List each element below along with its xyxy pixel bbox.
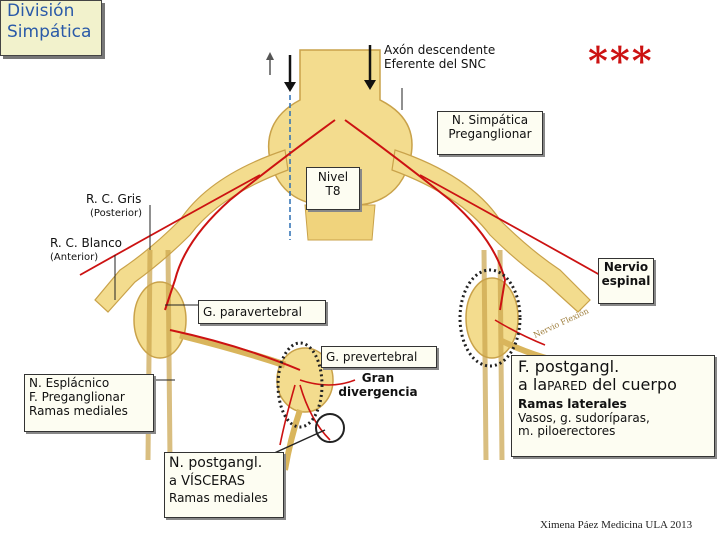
paravertebral-ganglion-left [133, 281, 187, 359]
pointer-visceras [269, 429, 326, 456]
visceras-word: VÍSCERAS [181, 474, 246, 490]
gran-line-2: divergencia [338, 384, 418, 399]
rc-blanco-label: R. C. Blanco [50, 236, 123, 250]
nervio-espinal-box: Nervio espinal [598, 258, 654, 304]
ramas-laterales-label: Ramas laterales [518, 396, 627, 411]
gran-line-1: Gran [361, 371, 395, 385]
pared-word: PARED [547, 379, 587, 394]
rc-blanco-sub: (Anterior) [50, 252, 99, 263]
n-simpatica-line-1: N. Simpática [451, 113, 529, 127]
pared-line-2: a laPARED del cuerpo [518, 376, 708, 394]
highlight-circle-visceral [315, 413, 345, 443]
red-fiber-lateral [494, 319, 546, 346]
splanchnic-nerve [179, 331, 287, 369]
red-fiber-right-out [419, 174, 601, 276]
visceras-line-3: Ramas mediales [169, 491, 268, 506]
spinal-nerve-left [94, 149, 289, 313]
pared-line-1: F. postgangl. [518, 357, 620, 376]
visceras-line-1: N. postgangl. [169, 455, 263, 471]
red-fiber-divergence-3 [279, 384, 296, 446]
vasos-label: Vasos, g. sudoríparas, [518, 410, 650, 425]
esplacnico-line-1: N. Esplácnico [29, 376, 110, 390]
red-fiber-divergence-1 [299, 379, 356, 386]
n-simpatica-line-2: Preganglionar [448, 126, 532, 141]
credit-text: Ximena Páez Medicina ULA 2013 [540, 519, 693, 531]
axon-line-2: Eferente del SNC [384, 56, 486, 71]
title-line-1: División [7, 1, 75, 21]
drawing-label: Nervio Flexión [532, 306, 590, 339]
highlight-circle-paravertebral [458, 268, 522, 368]
rc-gris-sub: (Posterior) [90, 208, 142, 219]
spinal-cord-lower [304, 204, 376, 241]
division-simpatica-title: División Simpática [0, 0, 102, 56]
visceras-a: a [169, 474, 177, 490]
highlight-circle-prevertebral [276, 341, 324, 429]
rc-gris-label: R. C. Gris [86, 192, 142, 206]
pared-rest: del cuerpo [592, 375, 677, 395]
nivel-t8-box: Nivel T8 [306, 167, 360, 210]
n-esplacnico-box: N. Esplácnico F. Preganglionar Ramas med… [24, 374, 154, 432]
postgang-pared-box: F. postgangl. a laPARED del cuerpo Ramas… [511, 355, 715, 457]
sympathetic-chain-right [481, 249, 505, 461]
red-fiber-right [344, 119, 507, 311]
postgang-visceras-box: N. postgangl. a VÍSCERAS Ramas mediales [164, 452, 284, 518]
nivel-line-2: T8 [325, 183, 341, 198]
descending-axon-arrow [284, 82, 296, 92]
title-line-2: Simpática [7, 22, 92, 42]
red-stars: *** [588, 38, 654, 83]
ascending-arrow [266, 52, 274, 60]
axon-line-1: Axón descendente [384, 43, 496, 57]
n-simpatica-box: N. Simpática Preganglionar [437, 111, 543, 155]
spinal-nerve-right [391, 149, 591, 313]
esplacnico-line-3: Ramas mediales [29, 403, 128, 418]
prevertebral-ganglion [276, 347, 334, 413]
g-paravertebral-box: G. paravertebral [198, 300, 326, 324]
axon-descending-label: Axón descendente Eferente del SNC [384, 43, 496, 72]
descending-axon-arrow-2 [364, 80, 376, 90]
paravertebral-ganglion-right [465, 277, 519, 359]
red-fiber-divergence-2 [299, 384, 331, 441]
esplacnico-line-2: F. Preganglionar [29, 389, 125, 404]
visceral-branch [282, 409, 303, 471]
gran-divergencia-label: Gran divergencia [336, 371, 420, 400]
nervio-line-2: espinal [601, 273, 651, 288]
red-fiber-left-out [79, 174, 261, 276]
piloerectores-label: m. piloerectores [518, 424, 616, 439]
red-fiber-left [164, 119, 336, 311]
red-fiber-prevertebral [169, 329, 301, 371]
nervio-line-1: Nervio [603, 260, 649, 274]
nivel-line-1: Nivel [317, 170, 349, 184]
pared-a: a la [518, 375, 548, 395]
g-prevertebral-box: G. prevertebral [321, 346, 437, 368]
visceras-line-2: a VÍSCERAS [169, 474, 279, 490]
